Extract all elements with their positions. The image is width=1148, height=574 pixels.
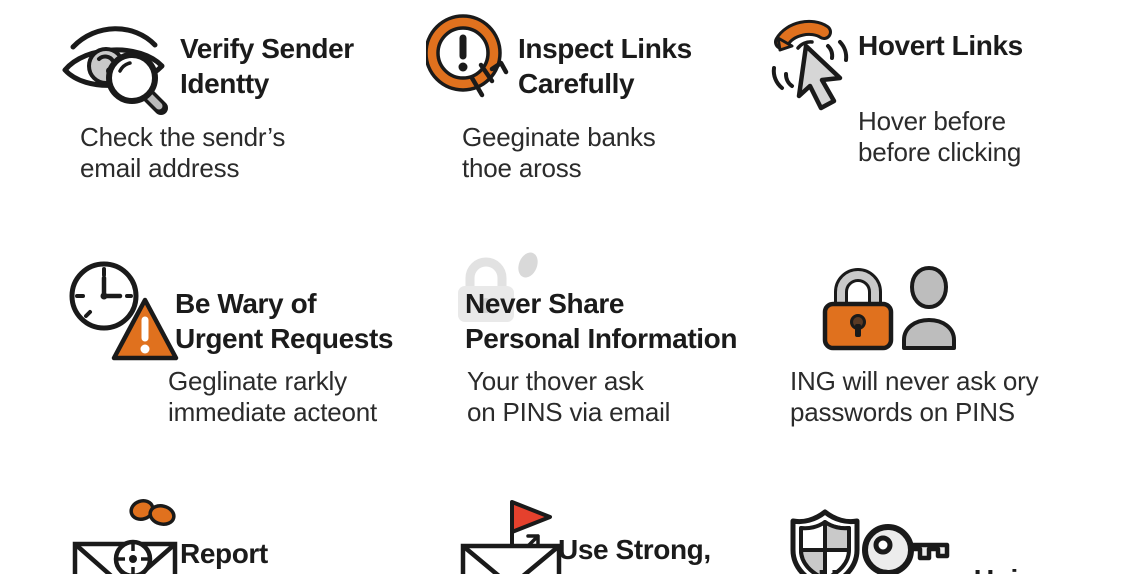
alert-magnifier-icon xyxy=(426,14,509,98)
desc-line: Geglinate rarkly xyxy=(168,366,347,396)
card-title: Use Strong, xyxy=(558,532,711,567)
desc-line: on PINS via email xyxy=(467,397,671,427)
card-description: Your thover ask on PINS via email xyxy=(467,366,670,428)
clock-warning-icon xyxy=(69,261,179,361)
card-title: Inspect Links Carefully xyxy=(518,31,692,101)
title-line: Urgent Requests xyxy=(175,323,394,354)
flag-envelope-icon xyxy=(460,500,562,574)
title-line: Never Share xyxy=(465,288,625,319)
card-title: Use Secure Uni xyxy=(818,562,1018,574)
title-line: Report xyxy=(180,538,268,569)
desc-line: Hover before xyxy=(858,106,1006,136)
desc-line: thoe aross xyxy=(462,153,582,183)
report-envelope-icon xyxy=(72,499,178,574)
card-description: Geeginate banks thoe aross xyxy=(462,122,656,184)
card-description: Hover before before clicking xyxy=(858,106,1021,168)
card-title: Never Share Personal Information xyxy=(465,286,737,356)
desc-line: Check the sendr’s xyxy=(80,122,286,152)
desc-line: email address xyxy=(80,153,240,183)
title-line: Use Strong, xyxy=(558,534,711,565)
desc-line: ING will never ask ory xyxy=(790,366,1039,396)
desc-line: passwords on PINS xyxy=(790,397,1015,427)
title-line: Be Wary of xyxy=(175,288,317,319)
lock-person-icon xyxy=(822,265,956,351)
desc-line: immediate acteont xyxy=(168,397,378,427)
desc-line: before clicking xyxy=(858,137,1022,167)
desc-line: Geeginate banks xyxy=(462,122,656,152)
card-description: Geglinate rarkly immediate acteont xyxy=(168,366,377,428)
card-description: ING will never ask ory passwords on PINS xyxy=(790,366,1039,428)
title-line: Personal Information xyxy=(465,323,738,354)
hover-cursor-icon xyxy=(771,19,849,111)
title-line: Hovert Links xyxy=(858,30,1023,61)
title-line: Inspect Links xyxy=(518,33,692,64)
shield-key-icon xyxy=(790,509,950,574)
title-line: Verify Sender xyxy=(180,33,354,64)
card-title: Verify Sender Identty xyxy=(180,31,354,101)
eye-magnifier-icon xyxy=(62,26,168,115)
title-line: Carefully xyxy=(518,68,635,99)
card-title: Be Wary of Urgent Requests xyxy=(175,286,393,356)
card-title: Report xyxy=(180,536,268,571)
desc-line: Your thover ask xyxy=(467,366,644,396)
ghost-lock-icon xyxy=(458,252,538,322)
title-line: Identty xyxy=(180,68,269,99)
card-description: Check the sendr’s email address xyxy=(80,122,285,184)
card-title: Hovert Links xyxy=(858,28,1023,63)
title-line: Use Secure Uni xyxy=(818,562,1018,574)
